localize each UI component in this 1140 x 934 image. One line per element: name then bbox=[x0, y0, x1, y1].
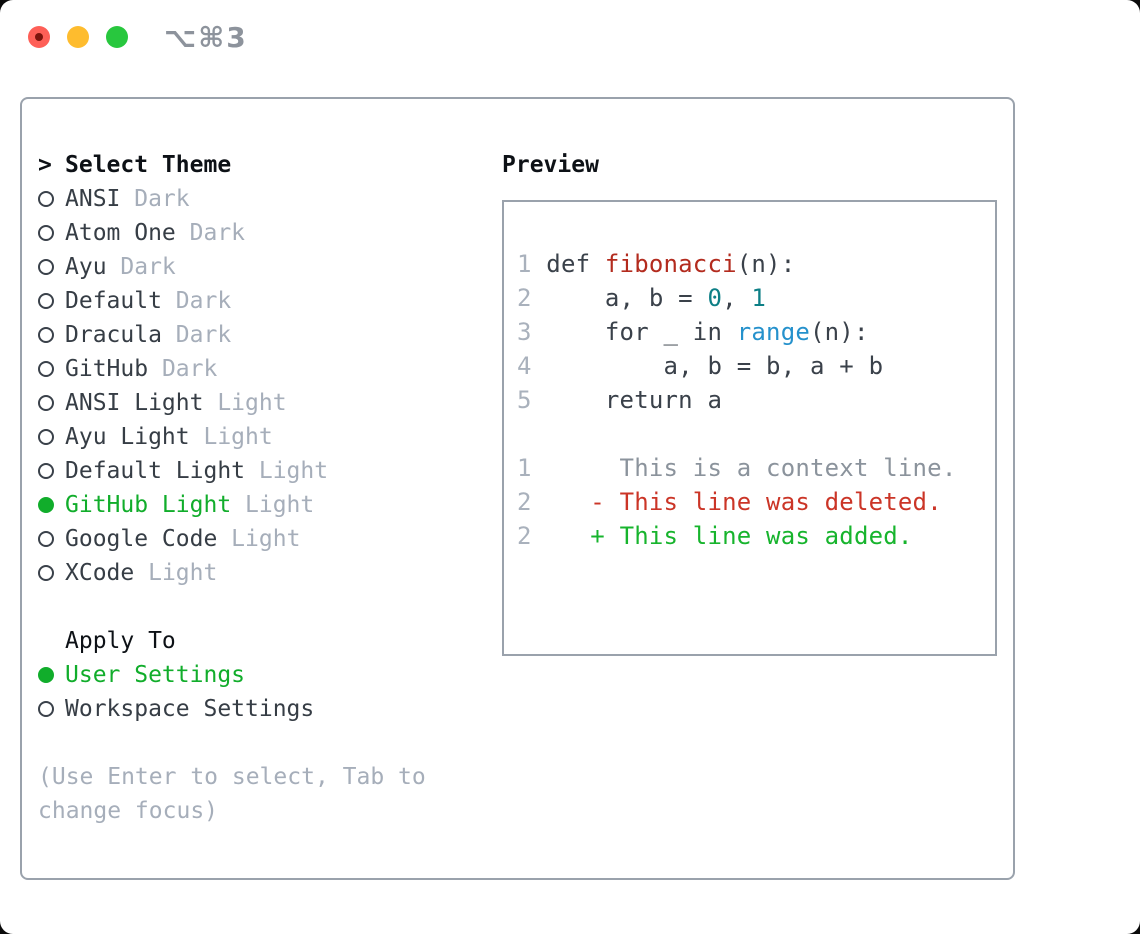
spacer bbox=[38, 590, 493, 624]
theme-name: Google Code bbox=[65, 526, 218, 552]
theme-option-ayu-light[interactable]: Ayu Light Light bbox=[38, 420, 493, 454]
theme-option-ayu[interactable]: Ayu Dark bbox=[38, 250, 493, 284]
theme-variant-tag: Light bbox=[189, 424, 273, 450]
code-line: 3 for _ in range(n): bbox=[517, 318, 869, 346]
radio-icon bbox=[38, 531, 54, 547]
code-preview-box: 1 def fibonacci(n): 2 a, b = 0, 1 3 for _ … bbox=[502, 200, 997, 656]
theme-variant-tag: Dark bbox=[106, 254, 176, 280]
theme-name: Ayu Light bbox=[65, 424, 190, 450]
radio-icon bbox=[38, 463, 54, 479]
close-button[interactable] bbox=[28, 26, 50, 48]
theme-option-atom-one[interactable]: Atom One Dark bbox=[38, 216, 493, 250]
theme-option-dracula[interactable]: Dracula Dark bbox=[38, 318, 493, 352]
theme-variant-tag: Dark bbox=[120, 186, 190, 212]
theme-option-google-code[interactable]: Google Code Light bbox=[38, 522, 493, 556]
theme-name: Default bbox=[65, 288, 162, 314]
code-line: 1 def fibonacci(n): bbox=[517, 250, 796, 278]
preview-header: Preview bbox=[502, 152, 599, 178]
theme-variant-tag: Dark bbox=[161, 322, 232, 348]
spacer bbox=[38, 726, 493, 760]
radio-icon bbox=[38, 701, 54, 717]
prompt-icon: > bbox=[38, 152, 52, 178]
theme-name: Atom One bbox=[65, 220, 176, 246]
theme-name: Dracula bbox=[65, 322, 162, 348]
theme-name: ANSI Light bbox=[65, 390, 204, 416]
theme-option-ansi[interactable]: ANSI Dark bbox=[38, 182, 493, 216]
theme-option-ansi-light[interactable]: ANSI Light Light bbox=[38, 386, 493, 420]
code-line: 2 - This line was deleted. bbox=[517, 488, 942, 516]
code-line: 2 a, b = 0, 1 bbox=[517, 284, 767, 312]
theme-name: ANSI bbox=[65, 186, 121, 212]
apply-option-workspace-settings[interactable]: Workspace Settings bbox=[38, 692, 493, 726]
apply-option-user-settings[interactable]: User Settings bbox=[38, 658, 493, 692]
select-theme-header-row: > Select Theme bbox=[38, 148, 493, 182]
theme-name: XCode bbox=[65, 560, 135, 586]
radio-icon bbox=[38, 225, 54, 241]
theme-option-default[interactable]: Default Dark bbox=[38, 284, 493, 318]
apply-to-header-row: Apply To bbox=[38, 624, 493, 658]
radio-icon bbox=[38, 429, 54, 445]
code-line bbox=[517, 420, 995, 454]
theme-name: GitHub Light bbox=[65, 492, 232, 518]
theme-variant-tag: Dark bbox=[175, 220, 246, 246]
theme-variant-tag: Light bbox=[203, 390, 287, 416]
minimize-button[interactable] bbox=[67, 26, 89, 48]
theme-variant-tag: Dark bbox=[161, 288, 232, 314]
theme-option-default-light[interactable]: Default Light Light bbox=[38, 454, 493, 488]
radio-icon bbox=[38, 565, 54, 581]
maximize-button[interactable] bbox=[106, 26, 128, 48]
radio-icon bbox=[38, 327, 54, 343]
theme-variant-tag: Light bbox=[134, 560, 218, 586]
code-line: 2 + This line was added. bbox=[517, 522, 913, 550]
apply-option-label: User Settings bbox=[65, 662, 246, 688]
radio-icon bbox=[38, 361, 54, 377]
theme-option-xcode[interactable]: XCode Light bbox=[38, 556, 493, 590]
apply-option-label: Workspace Settings bbox=[65, 696, 315, 722]
theme-name: GitHub bbox=[65, 356, 149, 382]
theme-variant-tag: Light bbox=[217, 526, 301, 552]
theme-option-github-light[interactable]: GitHub Light Light bbox=[38, 488, 493, 522]
select-theme-header: Select Theme bbox=[65, 152, 232, 178]
theme-name: Default Light bbox=[65, 458, 246, 484]
code-line: 1 This is a context line. bbox=[517, 454, 957, 482]
radio-selected-icon bbox=[38, 667, 54, 683]
radio-selected-icon bbox=[38, 497, 54, 513]
window-title-shortcut: ⌥⌘3 bbox=[164, 21, 248, 54]
theme-variant-tag: Light bbox=[245, 458, 329, 484]
theme-variant-tag: Dark bbox=[148, 356, 218, 382]
radio-icon bbox=[38, 259, 54, 275]
theme-name: Ayu bbox=[65, 254, 107, 280]
titlebar: ⌥⌘3 bbox=[0, 0, 1140, 75]
help-text: (Use Enter to select, Tab to change focu… bbox=[38, 764, 426, 824]
theme-variant-tag: Light bbox=[231, 492, 315, 518]
theme-option-github[interactable]: GitHub Dark bbox=[38, 352, 493, 386]
radio-icon bbox=[38, 293, 54, 309]
preview-column: Preview 1 def fibonacci(n): 2 a, b = 0, 1… bbox=[502, 148, 997, 656]
apply-to-header: Apply To bbox=[65, 628, 176, 654]
code-line: 5 return a bbox=[517, 386, 723, 414]
radio-icon bbox=[38, 395, 54, 411]
radio-icon bbox=[38, 191, 54, 207]
code-line: 4 a, b = b, a + b bbox=[517, 352, 884, 380]
